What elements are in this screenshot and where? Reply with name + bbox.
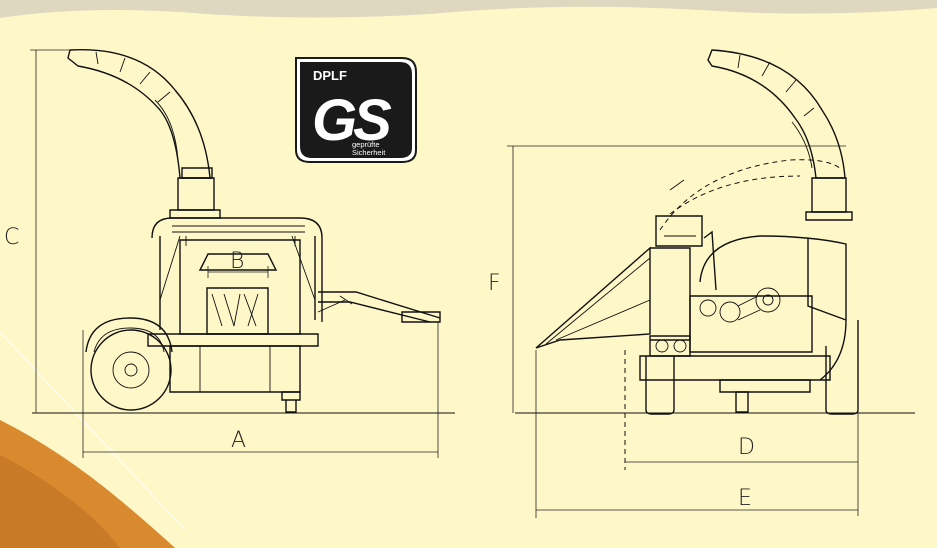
side-view-dimensions: C A B: [4, 49, 439, 458]
rear-view-machine: [515, 49, 915, 415]
corner-highlight-line: [0, 331, 186, 531]
side-view-machine: [32, 48, 455, 414]
gs-top-text: DPLF: [313, 68, 347, 83]
dim-label-c: C: [4, 225, 19, 250]
stone-texture-top: [0, 0, 937, 18]
dim-label-f: F: [488, 271, 501, 296]
gs-certification-badge: DPLF GS geprüfte Sicherheit: [295, 57, 417, 163]
wood-corner-shade: [0, 455, 120, 548]
dim-label-a: A: [231, 428, 246, 453]
dim-label-e: E: [738, 486, 752, 511]
dim-label-b: B: [230, 249, 244, 274]
dim-label-d: D: [738, 435, 755, 460]
gs-mark: GS: [312, 88, 392, 153]
rear-view-dimensions: F D E: [488, 145, 859, 518]
gs-line2: Sicherheit: [352, 148, 386, 157]
gs-line1: geprüfte: [352, 140, 380, 149]
gs-badge-body: [300, 62, 412, 158]
